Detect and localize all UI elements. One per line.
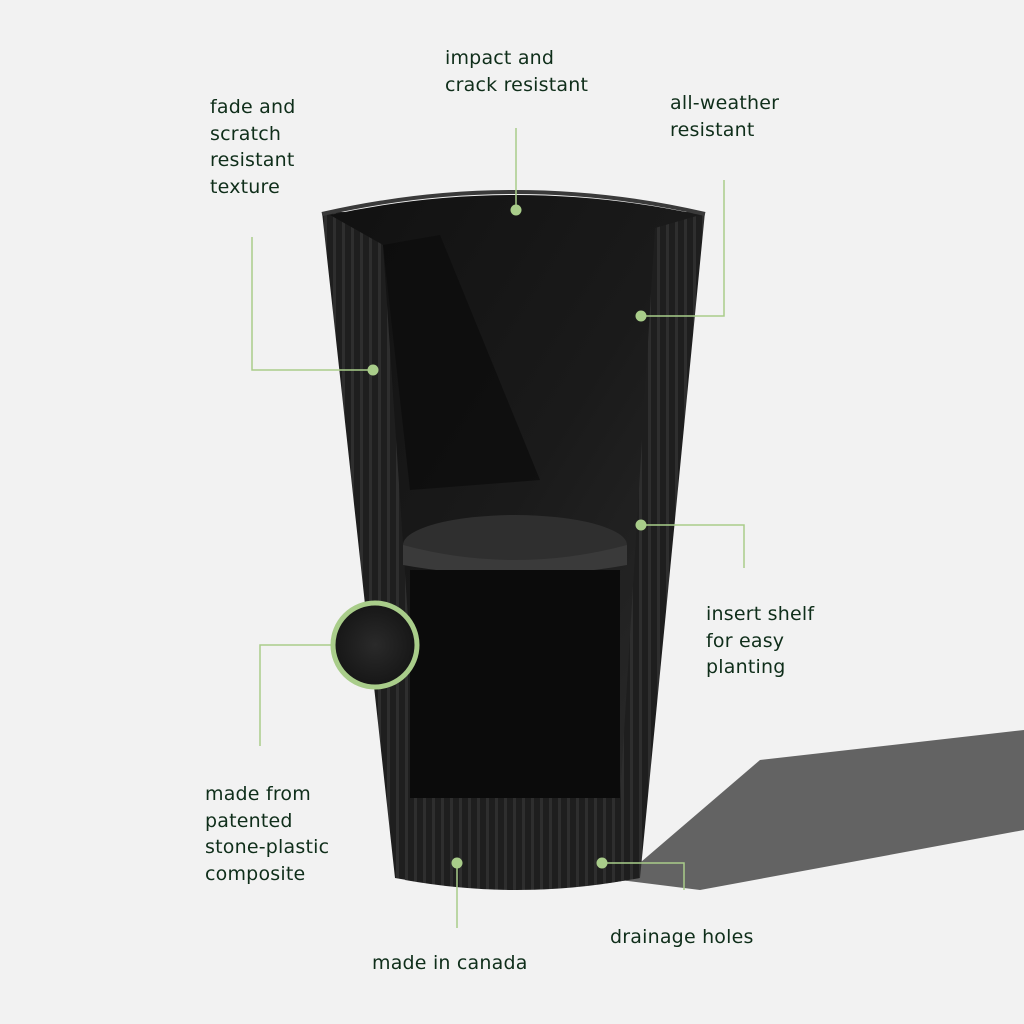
callout-composite: made from patented stone-plastic composi…	[205, 783, 330, 885]
pot-base-band	[405, 798, 628, 890]
callout-dots	[367, 204, 647, 869]
pot-rim	[321, 190, 706, 216]
callout-lines	[251, 128, 745, 928]
callout-impact: impact and crack resistant	[445, 47, 589, 96]
callout-fade: fade and scratch resistant texture	[210, 96, 296, 198]
callout-shelf: insert shelf for easy planting	[706, 603, 815, 678]
pot-shadow	[620, 730, 1024, 890]
texture-magnifier	[330, 600, 420, 690]
callout-canada: made in canada	[372, 952, 528, 974]
callout-drainage: drainage holes	[610, 926, 754, 948]
callout-weather: all-weather resistant	[670, 92, 780, 141]
interior-light	[383, 235, 540, 490]
